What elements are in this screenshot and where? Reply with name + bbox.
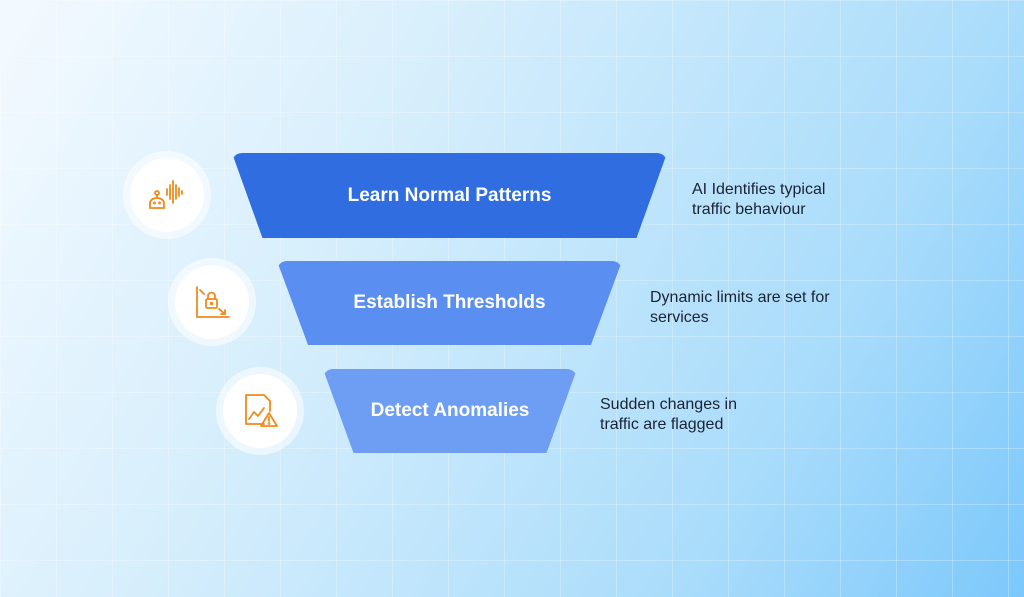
step-title: Establish Thresholds [353,292,546,313]
report-warning-icon [223,374,297,448]
step-title: Detect Anomalies [370,400,530,421]
chart-lock-icon [175,265,249,339]
step-learn-normal-patterns: Learn Normal Patterns [232,153,667,238]
robot-soundwave-icon [130,158,204,232]
step-establish-thresholds: Establish Thresholds [277,261,622,345]
step-title: Learn Normal Patterns [347,184,552,206]
step-detect-anomalies: Detect Anomalies [323,369,577,453]
